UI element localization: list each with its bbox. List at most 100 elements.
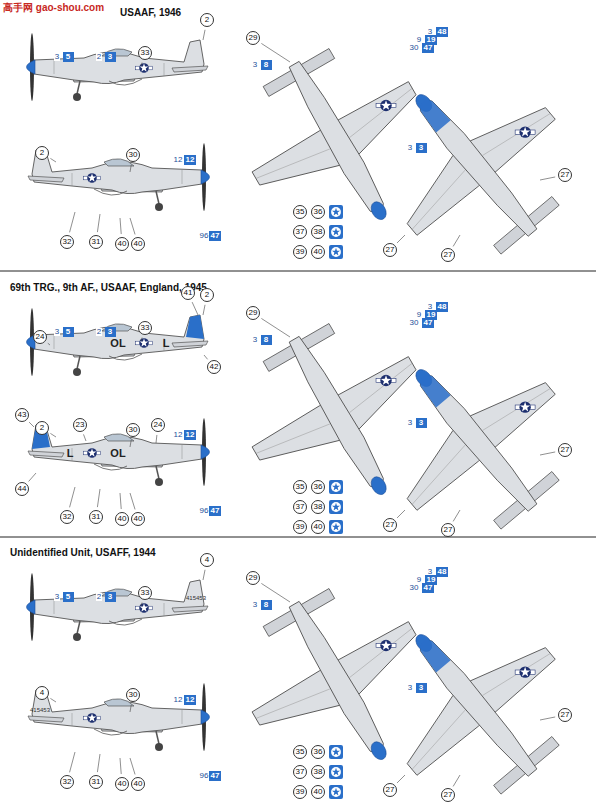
callout-number: 37 [293, 225, 307, 239]
callout-number: 37 [293, 500, 307, 514]
callout-number: 33 [138, 46, 152, 60]
callout-number: 27 [558, 168, 572, 182]
callout-number: 4 [200, 553, 214, 567]
panel-divider [0, 271, 596, 272]
leader-line [130, 758, 135, 774]
sheet-number: 2 [96, 328, 102, 336]
leader-line [453, 235, 460, 246]
leader-line [141, 338, 142, 341]
sheet-number: 12 [173, 696, 184, 704]
leader-line [397, 235, 405, 243]
callout-number: 39 [293, 785, 307, 799]
scheme-heading: USAAF, 1946 [118, 8, 183, 18]
decal-number: 5 [63, 592, 74, 602]
leader-line [120, 758, 121, 774]
callout-number: 39 [293, 245, 307, 259]
decal-number: 47 [422, 43, 435, 53]
leader-line [204, 355, 208, 359]
callout-number: 2 [200, 288, 214, 302]
callout-number: 37 [293, 765, 307, 779]
decal-number: 8 [261, 335, 272, 345]
decal-number: 3 [416, 143, 427, 153]
sheet-number: 3 [407, 684, 413, 692]
decal-number: 12 [184, 155, 197, 165]
leader-line [97, 754, 100, 772]
callout-number: 40 [115, 512, 129, 526]
callout-number: 40 [131, 777, 145, 791]
serial-number: 415453 [186, 595, 206, 601]
decal-number: 5 [63, 52, 74, 62]
scheme-heading: Unidentified Unit, USAFF, 1944 [8, 548, 158, 558]
leader-line [540, 717, 555, 720]
callout-number: 30 [126, 423, 140, 437]
callout-number: 40 [115, 237, 129, 251]
callout-number: 38 [311, 765, 325, 779]
sheet-number: 3 [252, 336, 258, 344]
decal-number: 5 [63, 327, 74, 337]
decal-number: 47 [209, 231, 222, 241]
leader-line [70, 752, 75, 772]
leader-line [141, 63, 142, 66]
sheet-number: 2 [96, 593, 102, 601]
decal-number: 12 [184, 695, 197, 705]
leader-line [97, 489, 100, 507]
callout-number: 39 [293, 520, 307, 534]
callout-number: 27 [383, 243, 397, 257]
callout-number: 38 [311, 225, 325, 239]
callout-number: 38 [311, 500, 325, 514]
leader-line [84, 434, 86, 441]
leader-line [130, 165, 131, 172]
callout-number: 27 [441, 248, 455, 262]
leader-line [192, 302, 198, 315]
decal-number: 12 [184, 430, 197, 440]
leader-line [130, 493, 135, 509]
sheet-number: 12 [173, 431, 184, 439]
leader-line [540, 177, 555, 180]
leader-line [540, 452, 555, 455]
callout-number: 27 [558, 708, 572, 722]
sheet-number: 3 [407, 419, 413, 427]
callout-number: 23 [73, 418, 87, 432]
callout-number: 36 [311, 205, 325, 219]
callout-number: 27 [441, 788, 455, 802]
watermark: 高手网 gao-shou.com [3, 3, 104, 13]
leader-line [141, 603, 142, 606]
leader-line [120, 218, 121, 234]
leader-line [130, 218, 135, 234]
leader-line [70, 487, 75, 507]
decal-number: 8 [261, 60, 272, 70]
decal-number: 47 [209, 506, 222, 516]
callout-number: 4 [35, 686, 49, 700]
callout-number: 35 [293, 745, 307, 759]
callout-number: 40 [131, 237, 145, 251]
callout-number: 33 [138, 321, 152, 335]
callout-number: 42 [207, 360, 221, 374]
decal-number: 8 [261, 600, 272, 610]
leader-line [397, 775, 405, 783]
callout-number: 40 [115, 777, 129, 791]
callout-number: 44 [15, 482, 29, 496]
leader-line [156, 435, 158, 443]
leader-line [203, 30, 205, 40]
callout-number: 32 [60, 510, 74, 524]
decal-number: 48 [436, 302, 449, 312]
callout-number: 27 [441, 523, 455, 537]
sheet-number: 30 [409, 319, 420, 327]
leader-line [203, 305, 205, 315]
decal-number: 47 [422, 318, 435, 328]
leader-line [120, 493, 121, 509]
decal-number: 3 [416, 418, 427, 428]
sheet-number: 30 [409, 44, 420, 52]
callout-number: 27 [383, 518, 397, 532]
callout-number: 2 [35, 146, 49, 160]
panel-three-art [27, 559, 596, 807]
decal-number: 48 [436, 27, 449, 37]
panel-divider [0, 537, 596, 538]
sheet-number: 2 [96, 53, 102, 61]
decal-number: 3 [416, 683, 427, 693]
code-letters: OL [110, 338, 125, 349]
sheet-number: 3 [252, 61, 258, 69]
callout-number: 36 [311, 745, 325, 759]
callout-number: 33 [138, 586, 152, 600]
